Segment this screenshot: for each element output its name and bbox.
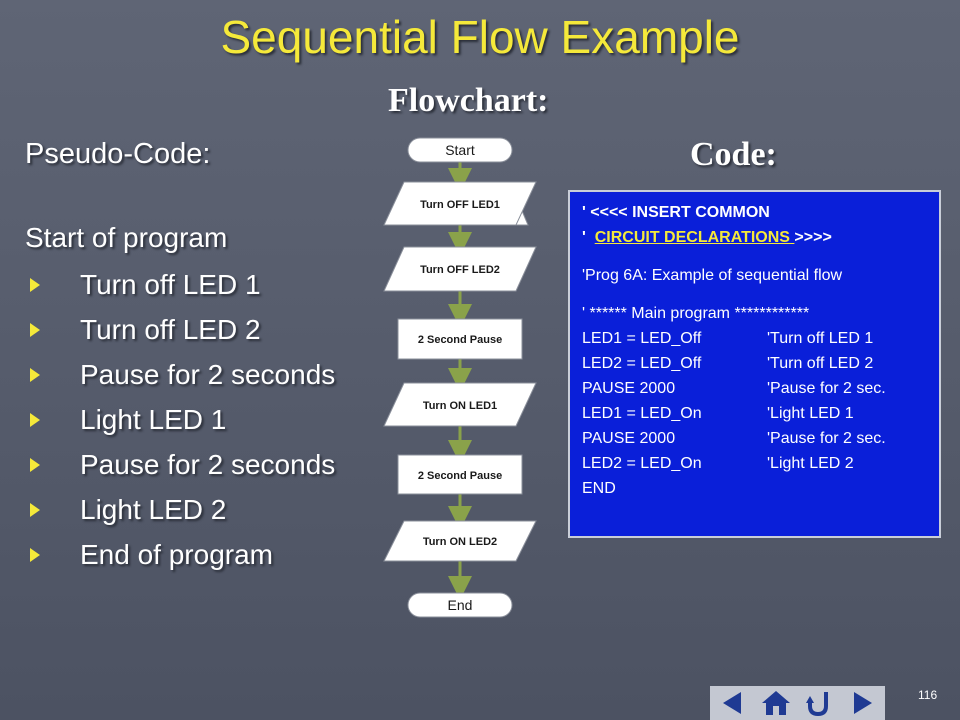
next-slide-button[interactable] bbox=[844, 688, 882, 718]
list-item: Light LED 2 bbox=[30, 487, 335, 532]
code-line: END bbox=[582, 480, 616, 497]
code-line: ' CIRCUIT DECLARATIONS >>>> bbox=[582, 225, 939, 250]
code-statement: PAUSE 2000 bbox=[582, 430, 676, 447]
pseudocode-heading: Pseudo-Code: bbox=[25, 138, 211, 170]
code-line: LED2 = LED_Off 'Turn off LED 2 bbox=[582, 351, 939, 376]
list-item: End of program bbox=[30, 532, 335, 577]
flow-step-label: Turn ON LED1 bbox=[423, 400, 497, 412]
bullet-arrow-icon bbox=[30, 457, 40, 472]
list-item-text: End of program bbox=[80, 538, 273, 570]
flow-step-label: Turn ON LED2 bbox=[423, 536, 497, 548]
code-comment: 'Pause for 2 sec. bbox=[767, 430, 886, 447]
flow-step-label: Turn OFF LED2 bbox=[420, 264, 500, 276]
code-line: PAUSE 2000 'Pause for 2 sec. bbox=[582, 426, 939, 451]
list-item: Turn off LED 1 bbox=[30, 262, 335, 307]
code-line: PAUSE 2000 'Pause for 2 sec. bbox=[582, 376, 939, 401]
list-item: Turn off LED 2 bbox=[30, 307, 335, 352]
code-heading: Code: bbox=[690, 136, 777, 173]
code-line: LED2 = LED_On 'Light LED 2 bbox=[582, 451, 939, 476]
list-item-text: Light LED 1 bbox=[80, 403, 227, 435]
code-box: ' <<<< INSERT COMMON ' CIRCUIT DECLARATI… bbox=[568, 190, 941, 538]
list-item: Pause for 2 seconds bbox=[30, 442, 335, 487]
circuit-declarations-link[interactable]: CIRCUIT DECLARATIONS bbox=[594, 229, 795, 246]
code-comment: 'Turn off LED 1 bbox=[767, 330, 874, 347]
code-comment: 'Light LED 1 bbox=[767, 405, 854, 422]
flow-step-parallelogram bbox=[383, 382, 537, 427]
return-arrow-icon bbox=[806, 692, 829, 716]
flow-step-parallelogram bbox=[383, 181, 537, 226]
flow-process-box bbox=[397, 454, 523, 495]
code-line: LED1 = LED_Off 'Turn off LED 1 bbox=[582, 326, 939, 351]
list-item: Light LED 1 bbox=[30, 397, 335, 442]
code-gap bbox=[582, 288, 939, 301]
list-item-text: Turn off LED 2 bbox=[80, 313, 261, 345]
code-gap bbox=[582, 250, 939, 263]
pseudocode-start: Start of program bbox=[25, 222, 228, 253]
code-line: 'Prog 6A: Example of sequential flow bbox=[582, 267, 843, 284]
code-statement: PAUSE 2000 bbox=[582, 380, 676, 397]
flow-step-label: 2 Second Pause bbox=[418, 470, 502, 482]
bullet-arrow-icon bbox=[30, 322, 40, 337]
home-icon bbox=[761, 691, 790, 715]
slide-title: Sequential Flow Example bbox=[220, 11, 740, 63]
code-line-prefix: ' bbox=[582, 229, 595, 246]
code-line: ' <<<< INSERT COMMON bbox=[582, 204, 770, 221]
home-button[interactable] bbox=[757, 688, 795, 718]
bullet-arrow-icon bbox=[30, 502, 40, 517]
list-item-text: Light LED 2 bbox=[80, 493, 227, 525]
triangle-left-icon bbox=[722, 692, 741, 714]
page-number: 116 bbox=[918, 688, 938, 702]
list-item-text: Pause for 2 seconds bbox=[80, 358, 336, 390]
flow-step-label: 2 Second Pause bbox=[418, 334, 502, 346]
flow-step-parallelogram bbox=[383, 520, 537, 562]
list-item: Pause for 2 seconds bbox=[30, 352, 335, 397]
flowchart: Start Turn OFF LED1 Turn OFF LED2 2 Seco… bbox=[383, 137, 537, 618]
list-item-text: Turn off LED 1 bbox=[80, 268, 261, 300]
bullet-arrow-icon bbox=[30, 412, 40, 427]
code-comment: 'Turn off LED 2 bbox=[767, 355, 874, 372]
code-statement: LED2 = LED_Off bbox=[582, 355, 702, 372]
flow-end-terminal bbox=[407, 592, 513, 618]
code-comment: 'Pause for 2 sec. bbox=[767, 380, 886, 397]
bullet-arrow-icon bbox=[30, 547, 40, 562]
code-comment: 'Light LED 2 bbox=[767, 455, 854, 472]
flow-end-label: End bbox=[448, 597, 473, 613]
flow-start-label: Start bbox=[445, 142, 475, 158]
pseudocode-list: Turn off LED 1 Turn off LED 2 Pause for … bbox=[30, 262, 335, 577]
triangle-right-icon bbox=[854, 692, 873, 714]
bullet-arrow-icon bbox=[30, 367, 40, 382]
flow-start-terminal bbox=[407, 137, 513, 163]
bullet-arrow-icon bbox=[30, 277, 40, 292]
flow-step-parallelogram bbox=[383, 246, 537, 292]
previous-slide-button[interactable] bbox=[713, 688, 751, 718]
return-button[interactable] bbox=[800, 688, 838, 718]
list-item-text: Pause for 2 seconds bbox=[80, 448, 336, 480]
code-statement: LED1 = LED_On bbox=[582, 405, 702, 422]
code-line: ' ****** Main program ************ bbox=[582, 305, 810, 322]
slide-navigation bbox=[710, 686, 885, 720]
code-statement: LED2 = LED_On bbox=[582, 455, 702, 472]
flow-process-box bbox=[397, 318, 523, 360]
code-line: LED1 = LED_On 'Light LED 1 bbox=[582, 401, 939, 426]
flowchart-heading: Flowchart: bbox=[388, 82, 549, 119]
code-statement: LED1 = LED_Off bbox=[582, 330, 702, 347]
code-line-suffix: >>>> bbox=[794, 229, 832, 246]
flow-step-label: Turn OFF LED1 bbox=[420, 199, 500, 211]
